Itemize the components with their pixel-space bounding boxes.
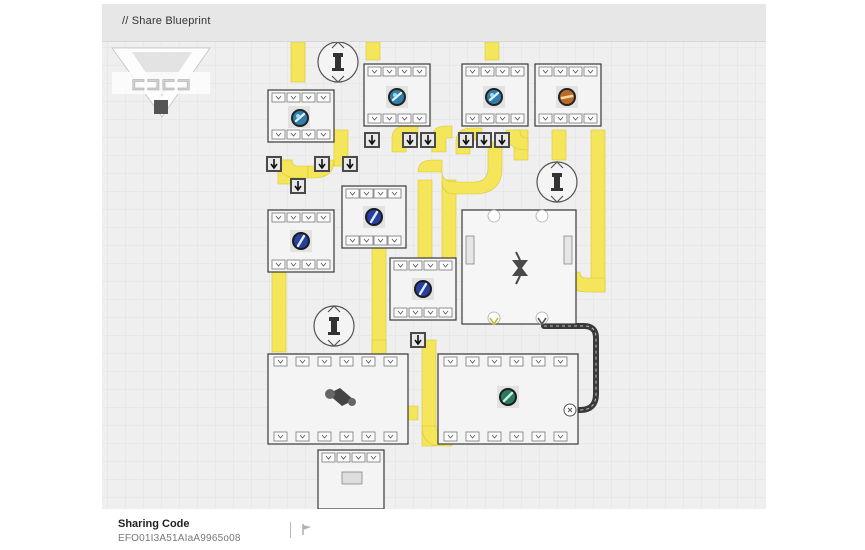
machine-f[interactable] xyxy=(341,185,407,249)
sharing-code-label: Sharing Code xyxy=(118,518,190,530)
blueprint-frame: // Share Blueprint xyxy=(102,4,766,509)
blueprint-board[interactable]: ⊏⊐⊏⊐ xyxy=(102,42,766,509)
machine-a[interactable] xyxy=(267,89,335,143)
machine-j[interactable] xyxy=(317,449,385,509)
machine-b[interactable] xyxy=(363,63,431,127)
flag-icon[interactable] xyxy=(300,522,314,536)
machine-h[interactable] xyxy=(267,353,409,445)
sharing-code-value[interactable]: EFO01I3A51AIaA9965o08 xyxy=(118,533,241,544)
machine-d[interactable] xyxy=(534,63,602,127)
share-footer: Sharing Code EFO01I3A51AIaA9965o08 xyxy=(102,509,766,550)
page-title: // Share Blueprint xyxy=(122,15,211,27)
svg-text:⊏⊐⊏⊐: ⊏⊐⊏⊐ xyxy=(131,74,191,95)
machine-g[interactable] xyxy=(389,257,457,321)
relay-node-icon[interactable] xyxy=(317,42,359,83)
relay-node-icon[interactable] xyxy=(536,161,578,203)
machine-e[interactable] xyxy=(267,209,335,273)
protocol-core-hub[interactable] xyxy=(461,209,577,325)
blueprint-header: // Share Blueprint xyxy=(102,4,766,42)
machine-c[interactable] xyxy=(461,63,529,127)
endfield-logo-icon: ⊏⊐⊏⊐ xyxy=(111,47,211,118)
hub-ports xyxy=(489,317,577,417)
machine-i[interactable] xyxy=(437,353,579,445)
footer-divider xyxy=(290,522,291,538)
relay-node-icon[interactable] xyxy=(313,305,355,347)
